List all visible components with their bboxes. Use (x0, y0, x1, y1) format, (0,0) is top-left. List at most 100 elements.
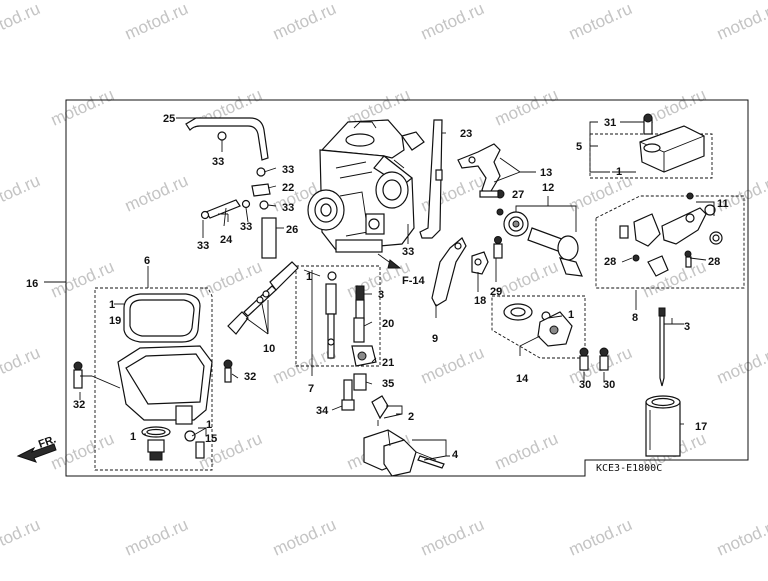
watermark-text: motod.ru (0, 171, 43, 216)
throttle-shaft-12 (496, 208, 583, 277)
callout-1: 1 (206, 419, 212, 431)
callout-29: 29 (490, 286, 502, 298)
watermark-text: motod.ru (122, 0, 191, 44)
callout-24: 24 (220, 234, 233, 246)
watermark-text: motod.ru (418, 515, 487, 560)
front-direction-arrow (16, 443, 57, 463)
watermark-text: motod.ru (418, 343, 487, 388)
fitting-22 (251, 183, 271, 197)
lever-9 (431, 237, 467, 307)
watermark-text: motod.ru (714, 515, 768, 560)
callout-3: 3 (378, 289, 384, 301)
callout-16: 16 (26, 278, 38, 290)
jet-group-7 (325, 271, 337, 359)
hose-25 (185, 117, 269, 161)
reference-label: F-14 (402, 275, 426, 287)
group-frame-8 (595, 195, 745, 289)
callout-34: 34 (316, 405, 329, 417)
callout-33: 33 (282, 164, 294, 176)
group-frame-14 (491, 295, 586, 359)
watermark-text: motod.ru (48, 85, 117, 130)
throttle-valve-17 (645, 395, 681, 457)
callout-33: 33 (197, 240, 209, 252)
callout-1: 1 (568, 309, 574, 321)
clip-33-d (200, 210, 210, 220)
callout-28: 28 (604, 256, 616, 268)
hose-23-clip (435, 169, 443, 181)
callout-23: 23 (460, 128, 472, 140)
watermark-text: motod.ru (492, 85, 561, 130)
bolt-29 (493, 236, 503, 259)
callout-25: 25 (163, 113, 175, 125)
watermark-text: motod.ru (566, 0, 635, 44)
callout-33: 33 (282, 202, 294, 214)
bracket-13 (457, 143, 501, 197)
watermark-text: motod.ru (48, 257, 117, 302)
watermark-text: motod.ru (418, 171, 487, 216)
screw-32-left (73, 361, 83, 389)
callout-11: 11 (717, 198, 729, 210)
reference-arrow (377, 253, 402, 269)
watermark-text: motod.ru (418, 0, 487, 44)
callout-9: 9 (432, 333, 438, 345)
callout-30: 30 (603, 379, 615, 391)
callout-19: 19 (109, 315, 121, 327)
callout-2: 2 (408, 411, 414, 423)
callout-3: 3 (684, 321, 690, 333)
jet-needle-3 (658, 307, 666, 387)
direction-label: FR. (37, 433, 58, 450)
callout-33: 33 (240, 221, 252, 233)
hose-24 (205, 199, 241, 219)
callout-30: 30 (579, 379, 591, 391)
watermark-text: motod.ru (270, 515, 339, 560)
leader-lines (44, 117, 715, 461)
float-valve-2 (371, 395, 389, 426)
float-chamber-group-6 (117, 293, 213, 461)
watermark-text: motod.ru (122, 171, 191, 216)
watermark-text: motod.ru (714, 343, 768, 388)
callout-20: 20 (382, 318, 394, 330)
clip-33-c (259, 200, 269, 210)
callout-18: 18 (474, 295, 486, 307)
callout-13: 13 (540, 167, 552, 179)
hose-26 (261, 217, 277, 259)
callout-6: 6 (144, 255, 150, 267)
slow-jet-34 (341, 379, 355, 411)
screw-32-right (223, 359, 233, 383)
air-screw-10 (227, 261, 299, 335)
callout-21: 21 (382, 357, 394, 369)
callout-33: 33 (212, 156, 224, 168)
callout-27: 27 (512, 189, 524, 201)
screw-27 (479, 189, 505, 199)
linkage-group-8 (619, 192, 723, 277)
clip-33-a (217, 131, 227, 141)
watermark-text: motod.ru (492, 429, 561, 474)
callout-35: 35 (382, 378, 394, 390)
watermark-text: motod.ru (48, 429, 117, 474)
callout-1: 1 (130, 431, 136, 443)
callout-26: 26 (286, 224, 298, 236)
top-cover-5 (639, 113, 705, 173)
callout-15: 15 (205, 433, 217, 445)
clip-33-e (241, 199, 251, 209)
callout-1: 1 (109, 299, 115, 311)
watermark-text: motod.ru (714, 0, 768, 44)
watermark-text: motod.ru (566, 515, 635, 560)
watermark-text: motod.ru (0, 343, 43, 388)
float-4 (363, 429, 445, 477)
clip-33-b (256, 167, 266, 177)
group-frame-7 (295, 265, 381, 367)
callout-32: 32 (73, 399, 85, 411)
main-jet-21 (351, 345, 377, 367)
callout-14: 14 (516, 373, 529, 385)
callout-7: 7 (308, 383, 314, 395)
callout-5: 5 (576, 141, 582, 153)
carburetor-body (307, 119, 425, 253)
watermark-text: motod.ru (270, 0, 339, 44)
callout-4: 4 (452, 449, 459, 461)
callout-12: 12 (542, 182, 554, 194)
callout-10: 10 (263, 343, 275, 355)
